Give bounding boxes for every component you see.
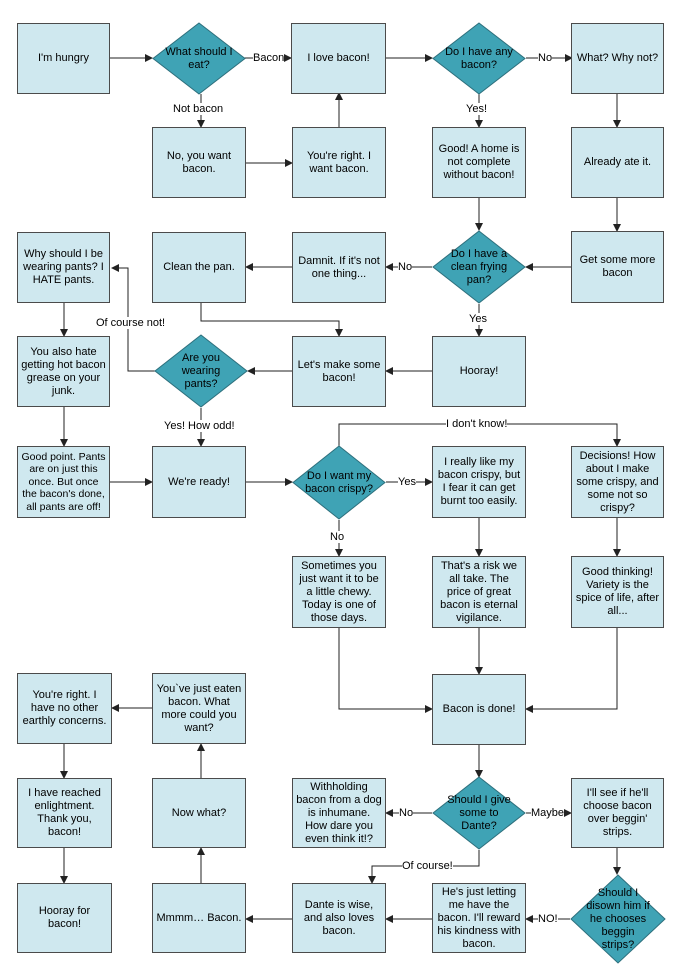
node-what-why-not: What? Why not? [571, 23, 664, 94]
label-no-dante: No [399, 807, 414, 819]
node-letting-me: He's just letting me have the bacon. I'l… [432, 883, 526, 953]
node-like-crispy: I really like my bacon crispy, but I fea… [432, 446, 526, 518]
node-were-ready: We're ready! [152, 446, 246, 518]
decision-give-dante-text: Should I give some to Dante? [447, 793, 511, 832]
decision-clean-frying-pan-text: Do I have a clean frying pan? [450, 247, 508, 286]
decision-want-crispy: Do I want my bacon crispy? [292, 445, 386, 520]
decision-what-should-i-eat-text: What should I eat? [165, 45, 233, 71]
node-no-you-want-bacon: No, you want bacon. [152, 127, 246, 198]
node-clean-pan: Clean the pan. [152, 232, 246, 303]
decision-wearing-pants-text: Are you wearing pants? [181, 351, 221, 390]
label-yes-frying-pan: Yes [469, 313, 487, 325]
node-now-what: Now what? [152, 778, 246, 848]
node-get-more-bacon: Get some more bacon [571, 231, 664, 303]
node-chewy: Sometimes you just want it to be a littl… [292, 556, 386, 628]
node-withholding-bacon: Withholding bacon from a dog is inhumane… [292, 778, 386, 848]
label-not-bacon: Not bacon [173, 103, 224, 115]
label-of-course-not: Of course not! [96, 317, 166, 329]
node-good-point: Good point. Pants are on just this once.… [17, 446, 110, 518]
edge-goodthinking-to-bacondone [525, 628, 618, 713]
node-youre-right-no-concerns: You're right. I have no other earthly co… [17, 673, 112, 744]
label-of-course: Of course! [402, 860, 453, 872]
decision-disown-text: Should I disown him if he chooses beggin… [586, 886, 650, 951]
decision-what-should-i-eat: What should I eat? [152, 22, 246, 95]
edge-chewy-to-bacondone [338, 628, 433, 713]
node-im-hungry: I'm hungry [17, 23, 110, 94]
node-lets-make-bacon: Let's make some bacon! [292, 336, 386, 407]
node-good-thinking: Good thinking! Variety is the spice of l… [571, 556, 664, 628]
decision-disown: Should I disown him if he chooses beggin… [570, 874, 666, 964]
node-see-if-beggin: I'll see if he'll choose bacon over begg… [571, 778, 664, 848]
node-why-pants: Why should I be wearing pants? I HATE pa… [17, 232, 110, 303]
label-i-dont-know: I don't know! [446, 418, 508, 430]
node-dante-wise: Dante is wise, and also loves bacon. [292, 883, 386, 953]
label-no-crispy: No [330, 531, 345, 543]
node-mmmm-bacon: Mmmm… Bacon. [152, 883, 246, 953]
label-yes-how-odd: Yes! How odd! [164, 420, 235, 432]
label-no-caps: NO! [538, 913, 558, 925]
decision-wearing-pants: Are you wearing pants? [154, 334, 248, 408]
node-just-eaten: You`ve just eaten bacon. What more could… [152, 673, 246, 744]
decision-want-crispy-text: Do I want my bacon crispy? [305, 469, 373, 495]
decision-have-any-bacon: Do I have any bacon? [432, 22, 526, 95]
decision-clean-frying-pan: Do I have a clean frying pan? [432, 230, 526, 304]
label-no-have-bacon: No [538, 52, 553, 64]
node-damnit: Damnit. If it's not one thing... [292, 232, 386, 303]
node-youre-right-want-bacon: You're right. I want bacon. [292, 127, 386, 198]
node-risk: That's a risk we all take. The price of … [432, 556, 526, 628]
node-already-ate: Already ate it. [571, 127, 664, 198]
label-yes-crispy: Yes [398, 476, 416, 488]
label-maybe: Maybe [531, 807, 565, 819]
node-hooray: Hooray! [432, 336, 526, 407]
node-enlightment: I have reached enlightment. Thank you, b… [17, 778, 112, 848]
edge-cleanpan-to-letsmake [200, 303, 343, 337]
node-bacon-is-done: Bacon is done! [432, 674, 526, 745]
node-hate-grease: You also hate getting hot bacon grease o… [17, 336, 110, 407]
label-yes-have-bacon: Yes! [466, 103, 488, 115]
decision-have-any-bacon-text: Do I have any bacon? [445, 45, 513, 71]
label-no-frying-pan: No [398, 261, 413, 273]
decision-give-dante: Should I give some to Dante? [432, 776, 526, 850]
node-decisions: Decisions! How about I make some crispy,… [571, 446, 664, 518]
node-i-love-bacon: I love bacon! [291, 23, 386, 94]
node-hooray-for-bacon: Hooray for bacon! [17, 883, 112, 953]
node-good-home: Good! A home is not complete without bac… [432, 127, 526, 198]
label-bacon: Bacon [253, 52, 285, 64]
